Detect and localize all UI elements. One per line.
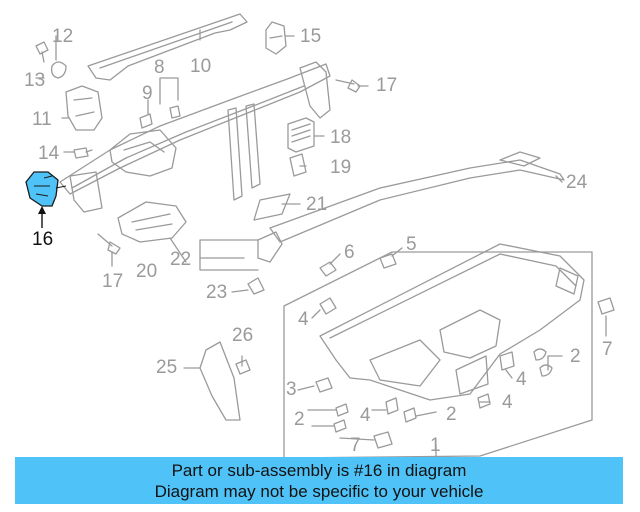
- callout-16: 16: [32, 229, 54, 250]
- callout-19: 19: [330, 157, 352, 178]
- part-7-bottom-shape: [373, 431, 393, 449]
- callout-11: 11: [32, 109, 52, 130]
- callout-18: 18: [330, 127, 352, 148]
- part-20-shape: [117, 201, 187, 243]
- callout-7-bottom: 7: [350, 435, 361, 456]
- part-4-b-shape: [385, 397, 399, 415]
- callout-8: 8: [154, 57, 165, 78]
- part-3-shape: [315, 377, 333, 393]
- part-15-shape: [265, 21, 287, 55]
- part-23-shape: [247, 277, 265, 295]
- instrument-panel: [319, 243, 585, 401]
- callout-6: 6: [344, 242, 355, 263]
- center-support-left: [227, 107, 243, 201]
- instrument-panel-top: [329, 253, 577, 339]
- callout-14: 14: [38, 143, 60, 164]
- instrument-panel-glovebox: [369, 339, 441, 387]
- callout-9: 9: [142, 83, 153, 104]
- instrument-panel-cluster: [439, 309, 501, 359]
- callout-5: 5: [406, 234, 417, 255]
- part-17-upper-shape: [335, 79, 361, 93]
- part-5-shape: [379, 253, 397, 269]
- part-2-c-shape: [403, 407, 417, 423]
- callout-2-a: 2: [294, 409, 305, 430]
- part-16-highlighted-shape: [25, 171, 67, 228]
- callout-17-lower: 17: [102, 271, 124, 292]
- part-17-lower-shape: [97, 233, 121, 255]
- part-10-shape-inner: [99, 21, 233, 69]
- part-19-shape: [289, 153, 307, 177]
- banner-line-2: Diagram may not be specific to your vehi…: [154, 482, 484, 501]
- callout-4-d: 4: [516, 369, 527, 390]
- callout-21: 21: [306, 194, 328, 215]
- part-11-shape: [65, 85, 103, 131]
- center-support-right: [245, 103, 261, 189]
- callout-15: 15: [300, 26, 322, 47]
- part-2-a-shape: [335, 403, 349, 417]
- banner-line-1: Part or sub-assembly is #16 in diagram: [171, 461, 467, 480]
- part-2-b-shape: [333, 419, 347, 433]
- right-end-bracket: [299, 61, 331, 119]
- part-24-end: [499, 151, 541, 167]
- callout-10: 10: [190, 56, 212, 77]
- part-14-shape: [73, 147, 93, 159]
- part-22-shape: [257, 231, 283, 263]
- part-21-shape: [253, 193, 291, 221]
- part-6-shape: [319, 261, 337, 277]
- callout-17-upper: 17: [376, 75, 398, 96]
- part-4-d-shape: [499, 351, 515, 371]
- part-10-shape: [87, 13, 248, 81]
- part-18-shape: [287, 117, 315, 153]
- callout-4-a: 4: [298, 309, 309, 330]
- callout-20: 20: [136, 261, 158, 282]
- leader-lines: [35, 29, 607, 457]
- callout-26: 26: [232, 325, 254, 346]
- callout-13: 13: [24, 70, 46, 91]
- part-8-shape: [169, 105, 181, 119]
- part-24-shape: [269, 159, 565, 243]
- callout-25: 25: [156, 357, 178, 378]
- part-7-right-shape: [597, 297, 615, 315]
- callout-2-b: 2: [446, 404, 457, 425]
- callout-4-b: 4: [360, 405, 371, 426]
- instrument-panel-lower: [455, 355, 489, 395]
- info-banner: Part or sub-assembly is #16 in diagram D…: [15, 457, 623, 504]
- part-1-box: [283, 251, 593, 459]
- steering-support-inner: [123, 141, 165, 153]
- cross-car-beam-line: [71, 85, 305, 189]
- callout-22: 22: [170, 249, 192, 270]
- part-13-shape: [35, 41, 49, 63]
- left-end-bracket: [69, 171, 103, 213]
- steering-support: [109, 129, 177, 177]
- part-2-d-shape: [533, 348, 553, 377]
- callout-7-right: 7: [602, 339, 613, 360]
- instrument-panel-vent: [555, 267, 579, 295]
- callout-2-c: 2: [570, 346, 581, 367]
- part-26-shape: [235, 359, 251, 375]
- part-12-shape: [50, 61, 67, 79]
- part-4-c-shape: [477, 393, 491, 409]
- part-4-a-shape: [319, 297, 337, 315]
- callout-23: 23: [206, 282, 228, 303]
- callout-12: 12: [52, 26, 74, 47]
- callout-3: 3: [286, 379, 297, 400]
- part-25-shape: [199, 341, 241, 421]
- callout-1: 1: [430, 435, 441, 456]
- part-9-shape: [139, 113, 153, 129]
- callout-4-c: 4: [502, 392, 513, 413]
- callout-24: 24: [566, 172, 588, 193]
